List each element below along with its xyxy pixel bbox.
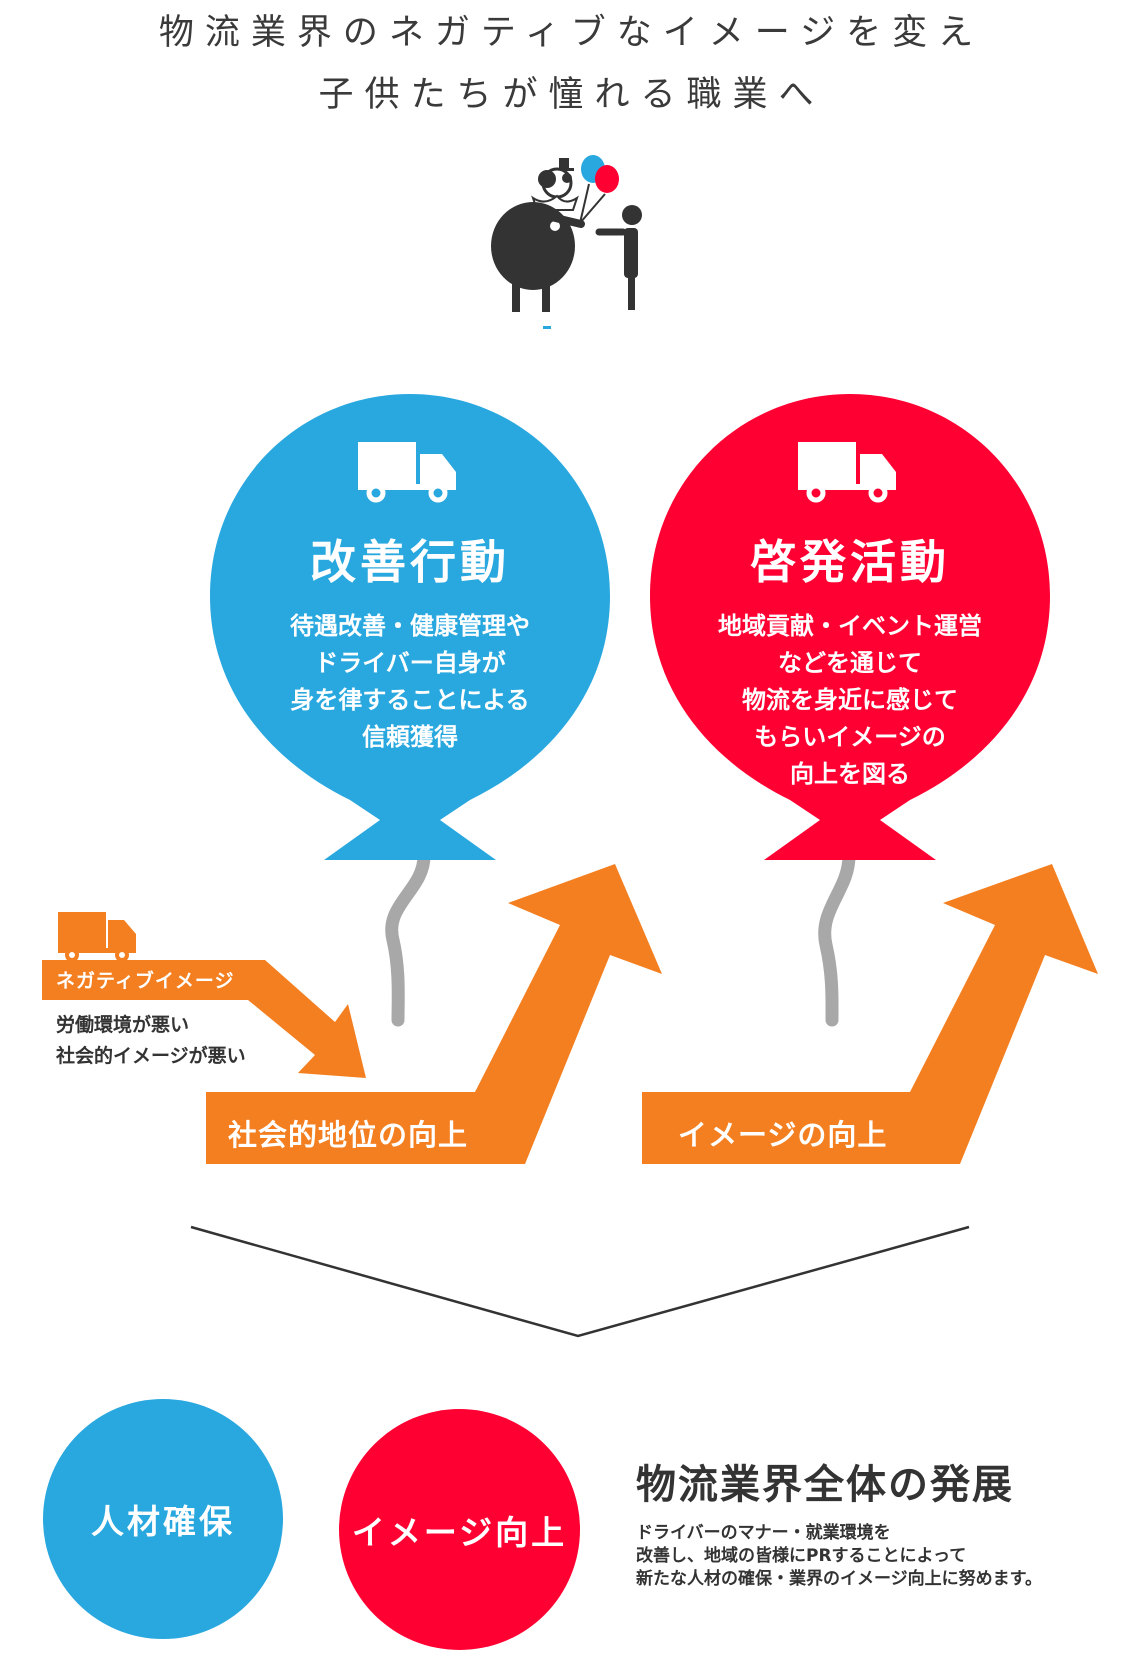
summary-title: 物流業界全体の発展 bbox=[636, 1462, 1014, 1508]
small-truck-icon bbox=[58, 912, 136, 962]
balloon-desc-line: もらいイメージの bbox=[754, 723, 946, 751]
balloon-desc-line: 信頼獲得 bbox=[362, 723, 458, 751]
negative-image-desc: 労働環境が悪い 社会的イメージが悪い bbox=[56, 1010, 246, 1072]
result-circle-recruitment: 人材確保 bbox=[43, 1399, 283, 1639]
truck-icon bbox=[358, 442, 456, 503]
clown-balloon-illustration bbox=[491, 155, 642, 329]
small-red-balloon-icon bbox=[595, 165, 619, 193]
truck-icon bbox=[798, 442, 896, 503]
balloon-desc-line: 待遇改善・健康管理や bbox=[290, 612, 530, 640]
headline-line-2: 子供たちが憧れる職業へ bbox=[318, 75, 825, 115]
arrow-label-status: 社会的地位の向上 bbox=[228, 1118, 469, 1152]
summary-desc-line: 改善し、地域の皆様にPRすることによって bbox=[636, 1546, 967, 1566]
balloon-desc-line: 身を律することによる bbox=[290, 686, 530, 714]
result-label-image: イメージ向上 bbox=[351, 1512, 568, 1552]
negative-desc-line: 社会的イメージが悪い bbox=[56, 1045, 246, 1067]
negative-desc-line: 労働環境が悪い bbox=[56, 1014, 190, 1036]
negative-down-arrow bbox=[42, 960, 366, 1078]
blue-balloon-string bbox=[385, 849, 431, 1027]
balloon-title-awareness: 啓発活動 bbox=[750, 535, 950, 589]
result-label-recruitment: 人材確保 bbox=[91, 1502, 235, 1541]
headline-line-1: 物流業界のネガティブなイメージを変え bbox=[158, 13, 985, 53]
status-up-arrow bbox=[206, 864, 662, 1164]
summary-desc-line: ドライバーのマナー・就業環境を bbox=[636, 1523, 891, 1543]
balloon-desc-line: 向上を図る bbox=[790, 760, 910, 788]
arrow-label-image: イメージの向上 bbox=[678, 1118, 888, 1152]
balloon-desc-awareness: 地域貢献・イベント運営 などを通じて 物流を身近に感じて もらいイメージの 向上… bbox=[640, 608, 1060, 793]
balloon-desc-line: などを通じて bbox=[778, 649, 922, 677]
balloon-desc-line: 地域貢献・イベント運営 bbox=[718, 612, 982, 640]
image-up-arrow bbox=[642, 864, 1098, 1164]
negative-image-label: ネガティブイメージ bbox=[56, 970, 235, 992]
summary-desc: ドライバーのマナー・就業環境を 改善し、地域の皆様にPRすることによって 新たな… bbox=[636, 1522, 1042, 1591]
balloon-desc-line: ドライバー自身が bbox=[314, 649, 506, 677]
balloon-title-improvement: 改善行動 bbox=[310, 535, 510, 589]
blue-balloon bbox=[210, 394, 610, 860]
balloon-desc-line: 物流を身近に感じて bbox=[742, 686, 958, 714]
result-circle-image: イメージ向上 bbox=[339, 1409, 580, 1650]
red-balloon-string bbox=[818, 849, 856, 1027]
summary-desc-line: 新たな人材の確保・業界のイメージ向上に努めます。 bbox=[636, 1569, 1042, 1589]
red-balloon bbox=[650, 394, 1050, 860]
balloon-desc-improvement: 待遇改善・健康管理や ドライバー自身が 身を律することによる 信頼獲得 bbox=[200, 608, 620, 756]
